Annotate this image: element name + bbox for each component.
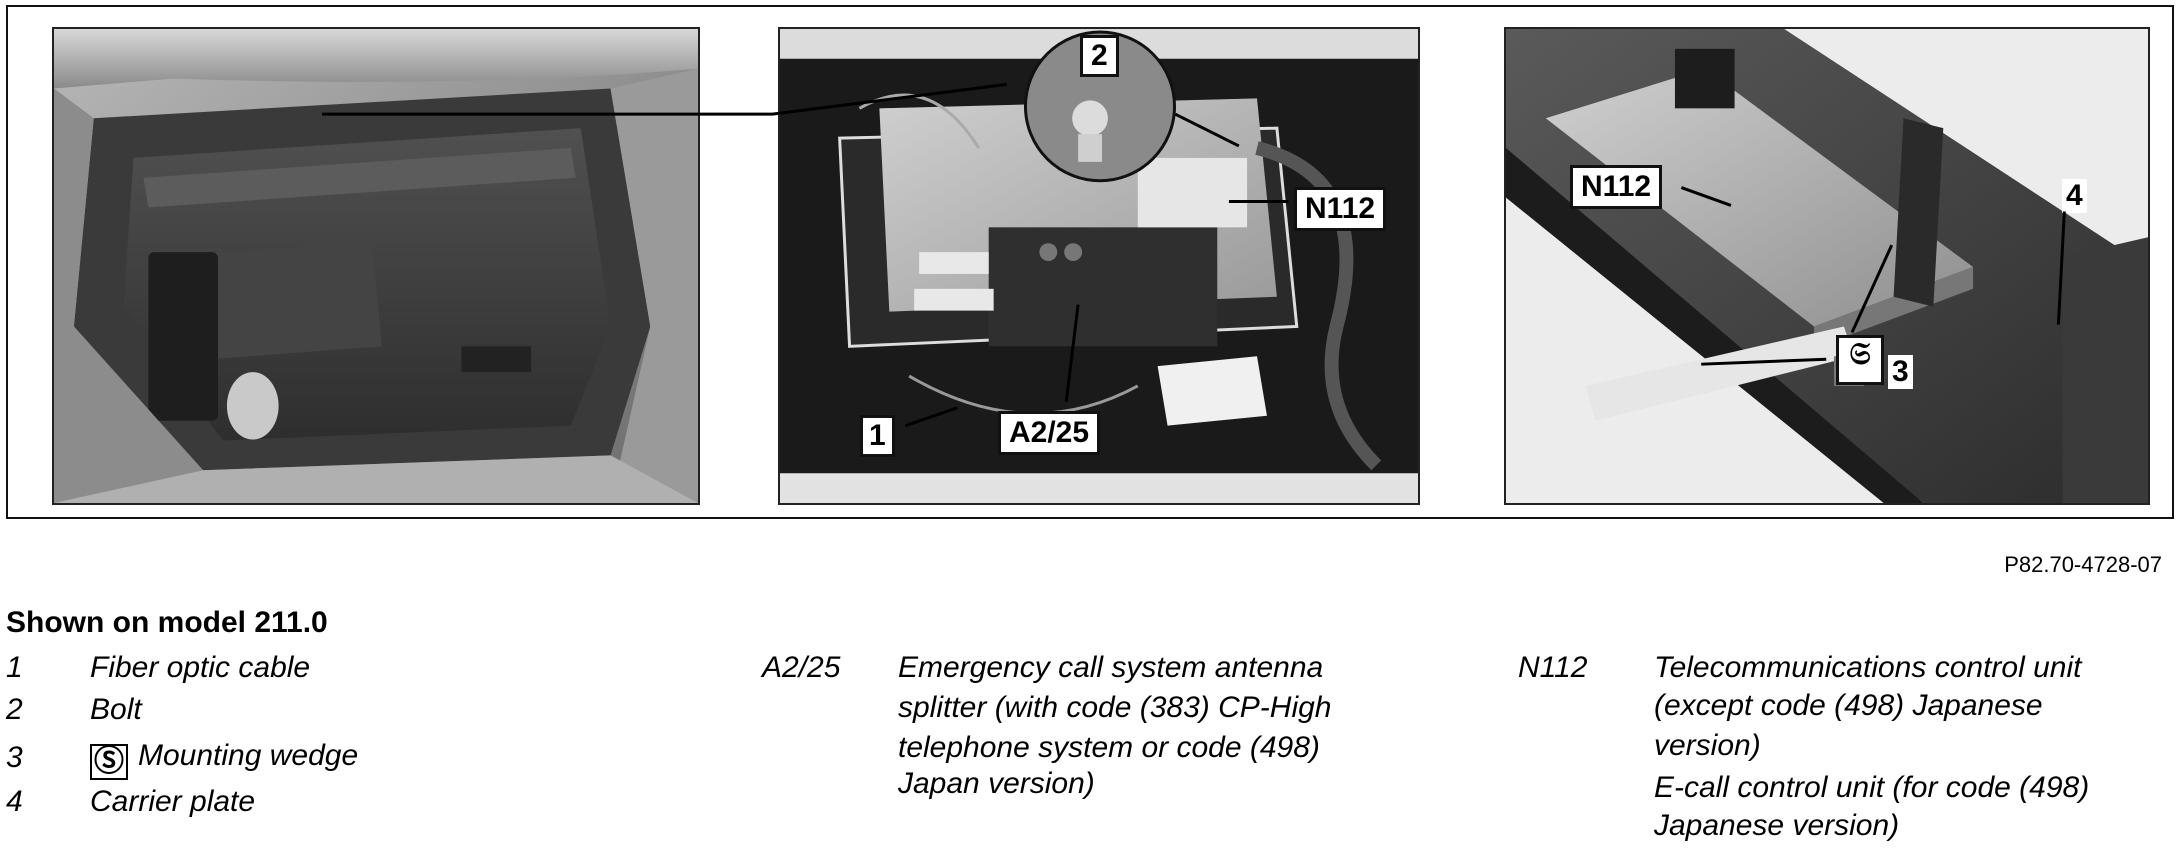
legend-text-n112-line: Japanese version) — [1654, 809, 1900, 842]
legend-item-bolt: Bolt — [90, 693, 142, 726]
figure-frame: 2 N112 A2/25 1 N112 𝔖 3 4 — [6, 5, 2174, 519]
legend-num: 3 — [6, 741, 23, 774]
legend-text-n112-line: Telecommunications control unit — [1654, 651, 2082, 684]
callout-3: 3 — [1888, 355, 1913, 389]
mounting-wedge-icon: Ⓢ — [90, 744, 128, 780]
callout-n112-right: N112 — [1570, 165, 1663, 209]
legend-num: 2 — [6, 693, 23, 726]
figure-code: P82.70-4728-07 — [2004, 552, 2162, 577]
legend-item-fiber-optic-cable: Fiber optic cable — [90, 651, 311, 684]
legend-item-mounting-wedge: Ⓢ Mounting wedge — [90, 736, 358, 780]
legend-code-n112: N112 — [1518, 651, 1588, 684]
legend-text-a2-25-line: Japan version) — [898, 767, 1095, 800]
callout-4: 4 — [2062, 179, 2087, 213]
legend-num: 4 — [6, 785, 23, 818]
callout-n112-center: N112 — [1294, 187, 1387, 231]
callout-2: 2 — [1080, 35, 1119, 77]
trunk-photo — [52, 27, 700, 505]
legend-item-carrier-plate: Carrier plate — [90, 785, 256, 818]
legend-text-n112-line: version) — [1654, 729, 1761, 762]
carrier-plate-photo — [1504, 27, 2150, 505]
callout-a2-25: A2/25 — [998, 411, 1101, 455]
legend-text-a2-25-line: splitter (with code (383) CP-High — [898, 691, 1332, 724]
callout-1: 1 — [860, 415, 895, 457]
legend-text-a2-25-line: telephone system or code (498) — [898, 731, 1320, 764]
legend-num: 1 — [6, 651, 23, 684]
legend-text-n112-line: E-call control unit (for code (498) — [1654, 771, 2090, 804]
legend-text-a2-25-line: Emergency call system antenna — [898, 651, 1324, 684]
legend-item-label: Mounting wedge — [138, 739, 359, 772]
mounting-wedge-icon: 𝔖 — [1836, 335, 1884, 385]
legend-heading: Shown on model 211.0 — [6, 606, 328, 639]
legend-text-n112-line: (except code (498) Japanese — [1654, 689, 2043, 722]
legend-code-a2-25: A2/25 — [762, 651, 841, 684]
